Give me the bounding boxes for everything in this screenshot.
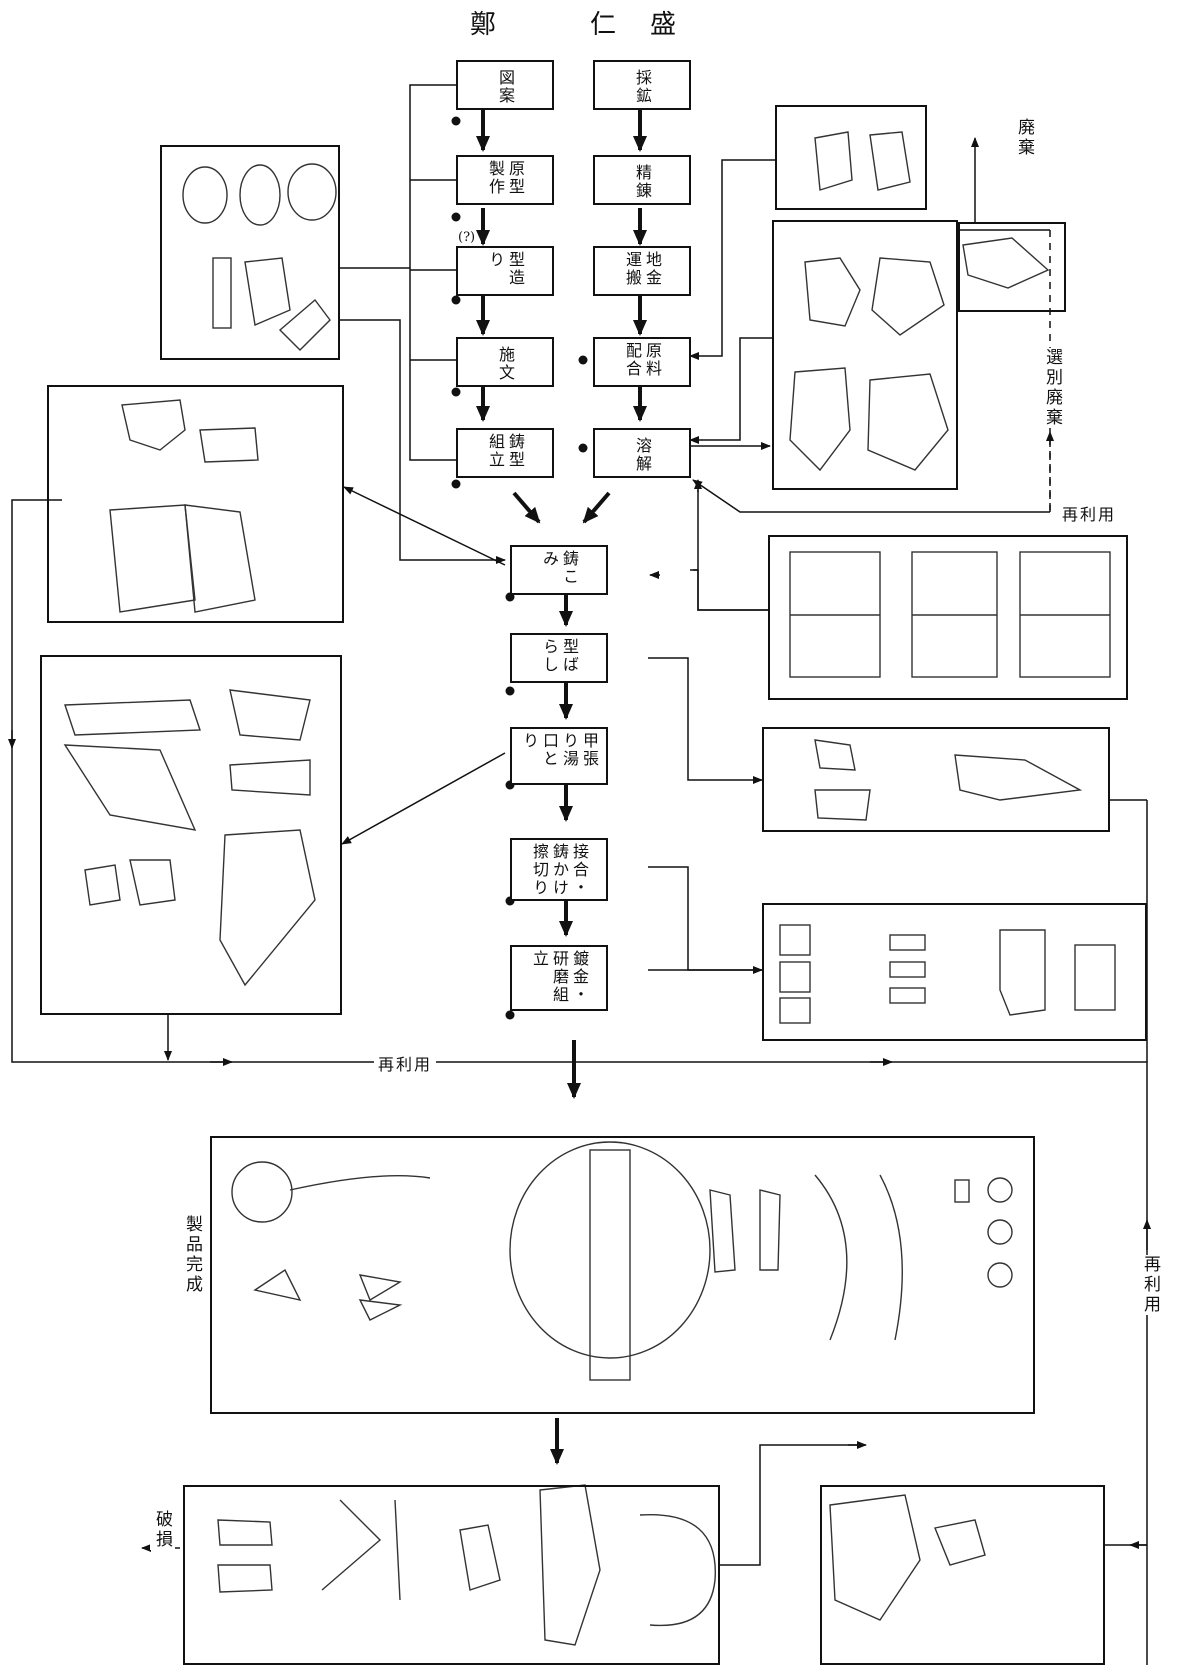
panel-raw-materials [772, 220, 958, 490]
label-senbetsu-haiki: 選別廃棄 [1040, 348, 1065, 428]
step-yuguchi-tori: 甲張り湯口とり [510, 727, 608, 785]
panel-ore-samples [775, 105, 927, 210]
step-katabarashi: 型ばらし [510, 633, 608, 683]
step-katazukuri: 型造り [456, 246, 554, 296]
step-genkei-seisaku: 原型製作 [456, 155, 554, 205]
panel-trimmed-parts [762, 727, 1110, 832]
label-haiki: 廃棄 [1012, 118, 1037, 158]
panel-recycled-fragments [820, 1485, 1105, 1665]
panel-mold-fragments [47, 385, 344, 623]
panel-discard-lump [958, 222, 1066, 312]
panel-crucibles [768, 535, 1128, 700]
label-product-complete: 製品完成 [180, 1215, 205, 1295]
panel-assembly-parts [762, 903, 1147, 1041]
step-genryo-haigo: 原料配合 [593, 337, 691, 387]
step-saiko: 採鉱 [593, 60, 691, 110]
label-reuse-right: 再利用 [1138, 1255, 1163, 1315]
step-yokai: 溶解 [593, 428, 691, 478]
panel-broken-items [183, 1485, 720, 1665]
step-igata-kumitate: 鋳型組立 [456, 428, 554, 478]
step-semon: 施文 [456, 337, 554, 387]
panel-sprue-waste [40, 655, 342, 1015]
step-jigane-unpan: 地金運搬 [593, 246, 691, 296]
step-zuan: 図案 [456, 60, 554, 110]
label-hason: 破損 [150, 1510, 175, 1550]
panel-mold-drafts [160, 145, 340, 360]
panel-finished-products [210, 1136, 1035, 1414]
step-tokin-kenma: 鍍金・研磨組立 [510, 945, 608, 1011]
label-reuse-middle: 再利用 [374, 1051, 436, 1075]
label-reuse-top: 再利用 [1058, 501, 1120, 525]
step-setsugo-ikake: 接合・鋳かけ擦切り [510, 838, 608, 901]
step-seiren: 精錬 [593, 155, 691, 205]
uncertain-mark: (?) [458, 230, 475, 245]
step-ikomi: 鋳こみ [510, 545, 608, 595]
